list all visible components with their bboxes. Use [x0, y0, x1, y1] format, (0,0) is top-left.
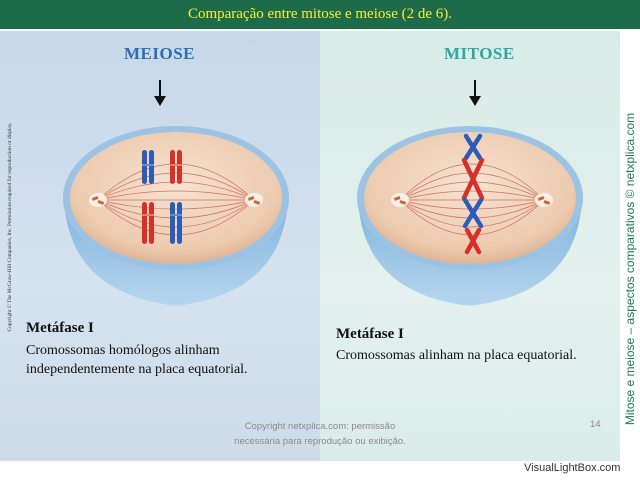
homologous-pair-1 [142, 150, 182, 184]
meiose-down-arrow-icon [154, 80, 166, 106]
footer-copyright: Copyright netxplica.com: permissão neces… [200, 419, 440, 449]
cytoplasm [364, 132, 576, 264]
chromosome-1 [463, 133, 483, 161]
footer-line1: Copyright netxplica.com: permissão [244, 421, 396, 432]
centrosome-right [535, 193, 553, 207]
mitose-cell-diagram [357, 126, 583, 306]
footer-line2: necessária para reprodução ou exibição. [234, 436, 406, 447]
meiose-cell-diagram [63, 126, 289, 306]
meiose-caption-line1: Cromossomas homólogos alinham [26, 343, 220, 358]
meiose-caption-title: Metáfase I [26, 320, 94, 336]
centrosome-left [391, 193, 409, 207]
mitose-caption-title: Metáfase I [336, 326, 404, 342]
mitose-down-arrow-icon [469, 80, 481, 106]
chromosome-2 [461, 157, 485, 201]
mitose-header: MITOSE [444, 44, 515, 63]
slide-title-bar: Comparação entre mitose e meiose (2 de 6… [0, 0, 640, 29]
centrosome-left [89, 193, 107, 207]
mitose-caption-line1: Cromossomas alinham na placa equatorial. [336, 348, 577, 363]
chromosome-3 [462, 197, 484, 229]
netxplica-vertical-credit: Mitose e meiose – aspectos comparativos … [623, 112, 637, 426]
cytoplasm [70, 132, 282, 264]
visuallightbox-watermark: VisualLightBox.com [524, 462, 621, 474]
meiose-caption-line2: independentemente na placa equatorial. [26, 362, 248, 377]
meiose-header: MEIOSE [124, 44, 196, 63]
chromosome-4 [464, 227, 482, 255]
centrosome-right [245, 193, 263, 207]
publisher-copyright-vertical: Copyright © The McGraw-Hill Companies, I… [7, 122, 13, 332]
page-number: 14 [590, 419, 601, 430]
homologous-pair-2 [142, 202, 182, 244]
slide-title: Comparação entre mitose e meiose (2 de 6… [187, 6, 453, 22]
